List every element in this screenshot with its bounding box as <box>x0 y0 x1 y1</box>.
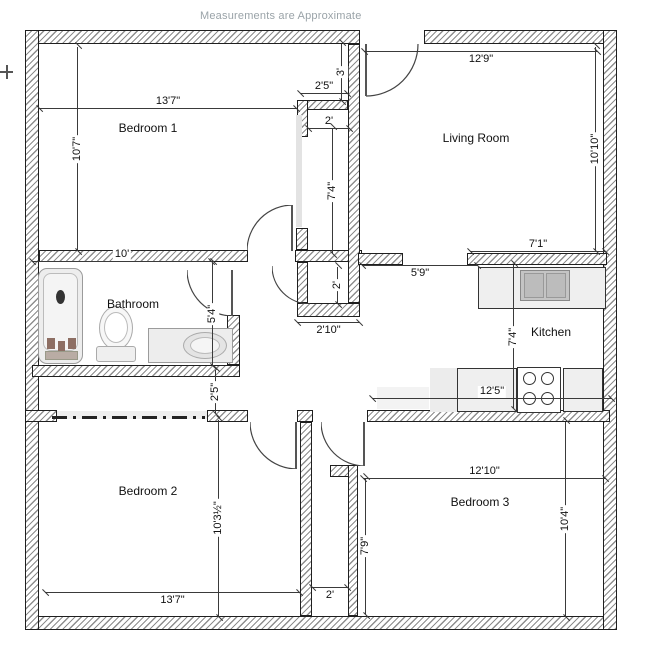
dim-living-bottom: 7'1" <box>470 239 606 252</box>
kitchen-sink-basin <box>524 273 544 298</box>
dim-bedroom1-width: 13'7" <box>39 96 297 109</box>
bedroom3-door-arc <box>321 422 365 466</box>
dim-bedroom1-closet-upper-height: 3' <box>335 44 348 100</box>
bathtub-faucet <box>68 338 76 349</box>
closet-door-dashed-line <box>52 416 205 419</box>
room-label-living-room: Living Room <box>442 131 510 145</box>
kitchen-appliance <box>430 368 457 412</box>
dim-living-height: 10'10" <box>589 47 602 250</box>
bathroom-door-leaf <box>231 270 233 316</box>
dim-bedroom1-closet-height: 7'4" <box>326 128 339 253</box>
dim-bedroom1-closet-width: 2' <box>308 116 350 129</box>
dim-kitchen-height: 7'4" <box>507 265 520 408</box>
bathtub-faucet-base <box>45 351 78 360</box>
bedroom1-door-leaf <box>291 205 293 251</box>
wall-right <box>603 30 617 630</box>
dim-bathroom-height: 5'4" <box>206 263 219 365</box>
dim-bedroom3-height: 10'4" <box>559 422 572 616</box>
bathroom-door-arc <box>187 270 233 316</box>
bedroom2-door-leaf <box>295 422 297 469</box>
dim-bedroom1-height: 10'7" <box>71 47 84 250</box>
plan-title: Measurements are Approximate <box>200 10 362 22</box>
dim-bedroom3-closet-height: 7'9" <box>359 478 372 614</box>
dim-bathroom-width: 10' <box>32 249 212 262</box>
wall-bedroom2-top-b <box>207 410 248 422</box>
wall-hallcloset-bottom <box>297 303 360 317</box>
wall-top-right <box>424 30 617 44</box>
wall-livingroom-bottom-right <box>467 253 607 265</box>
wall-hallcloset-left <box>297 262 308 303</box>
dim-bedroom3-closet-width: 2' <box>312 587 348 602</box>
dim-bath-closet-height: 2'5" <box>209 370 222 413</box>
dim-hall-closet-height: 2' <box>331 267 344 303</box>
dim-living-width: 12'9" <box>364 51 598 66</box>
crosshair-mark <box>6 65 8 79</box>
stove-burner <box>541 372 554 385</box>
wall-bathroom-bottom <box>32 365 240 377</box>
wall-bottom <box>25 616 617 630</box>
dim-hall-closet-width: 2'10" <box>297 322 360 337</box>
bedroom3-door-leaf <box>363 422 365 466</box>
room-label-bathroom: Bathroom <box>106 297 160 311</box>
wall-left <box>25 30 39 630</box>
dim-bedroom2-width: 13'7" <box>45 592 300 607</box>
wall-livingroom-left <box>348 44 360 303</box>
bathtub-drain <box>56 290 65 304</box>
entry-door-arc <box>366 44 419 97</box>
room-label-bedroom3: Bedroom 3 <box>450 495 510 509</box>
bedroom2-door-arc <box>250 422 297 469</box>
dim-hall-width: 5'9" <box>362 265 478 280</box>
kitchen-sink-basin <box>546 273 566 298</box>
wall-livingroom-bottom-left <box>358 253 403 265</box>
wall-bedroom2-right <box>300 422 312 616</box>
bedroom1-door-arc <box>247 205 293 251</box>
wall-bedroom2-top-c <box>297 410 313 422</box>
closet-opening <box>57 411 207 419</box>
dim-bedroom1-closet-upper-width: 2'5" <box>300 81 348 94</box>
toilet-tank <box>96 346 136 362</box>
dim-bedroom3-width: 12'10" <box>363 466 606 479</box>
room-label-bedroom2: Bedroom 2 <box>118 484 178 498</box>
bathtub-faucet <box>58 341 65 351</box>
dim-bedroom2-height: 10'3½" <box>212 420 225 616</box>
closet-sliding-door <box>296 115 302 227</box>
wall-hall-stub <box>296 228 308 250</box>
vanity-sink-inner <box>190 337 220 354</box>
dim-kitchen-width: 12'5" <box>372 386 612 399</box>
wall-bedroom3-left <box>348 465 358 616</box>
stove-burner <box>523 372 536 385</box>
room-label-kitchen: Kitchen <box>530 325 572 339</box>
room-label-bedroom1: Bedroom 1 <box>118 121 178 135</box>
bathtub-faucet <box>47 338 55 349</box>
entry-door-leaf <box>365 44 367 96</box>
kitchen-counter-right <box>563 368 603 412</box>
hall-closet-door-arc <box>272 266 310 304</box>
toilet-bowl-inner <box>104 312 128 343</box>
